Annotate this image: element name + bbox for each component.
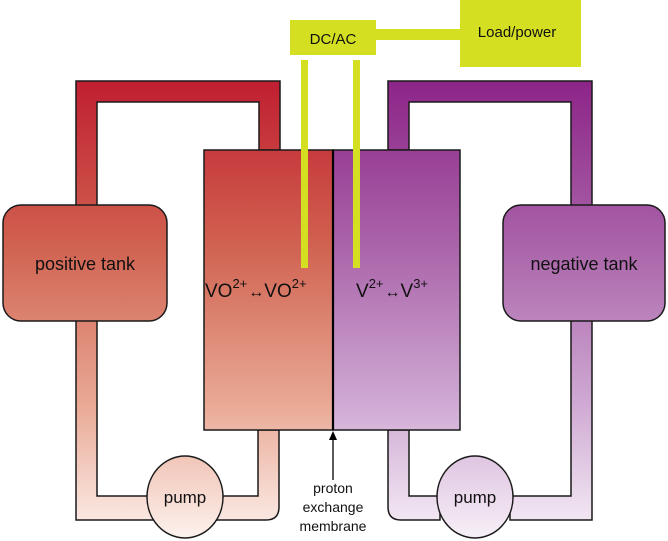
membrane-pointer-arrowhead [329, 431, 337, 440]
dcac-box [290, 20, 376, 55]
positive-reaction: VO2+↔VO2+ [205, 276, 307, 302]
power-circuit: DC/AC Load/power [290, 0, 581, 268]
positive-pump [146, 455, 224, 539]
positive-tank [2, 204, 168, 322]
negative-electrode-wire [353, 60, 360, 268]
load-label: Load/power [478, 24, 556, 41]
dcac-load-connector [376, 29, 460, 40]
positive-tank-label: positive tank [35, 254, 136, 274]
negative-pump [436, 455, 514, 539]
negative-pump-label: pump [454, 488, 497, 507]
membrane-annotation: proton exchange membrane [300, 431, 367, 534]
load-box [460, 0, 581, 67]
positive-pump-label: pump [164, 488, 207, 507]
membrane-label-line2: exchange [303, 499, 364, 515]
positive-electrode-wire [301, 60, 308, 268]
dcac-label: DC/AC [310, 31, 357, 48]
negative-return-pipe [387, 429, 441, 521]
membrane-label-line3: membrane [300, 518, 367, 534]
negative-tank-label: negative tank [530, 254, 638, 274]
negative-loop: negative tank pump [332, 80, 666, 539]
positive-loop: positive tank pump [2, 80, 334, 539]
negative-bottom-pipe [509, 317, 593, 521]
positive-half-cell [203, 149, 334, 431]
negative-reaction: V2+↔V3+ [356, 276, 428, 302]
negative-tank [502, 204, 666, 322]
membrane-label-line1: proton [313, 480, 353, 496]
